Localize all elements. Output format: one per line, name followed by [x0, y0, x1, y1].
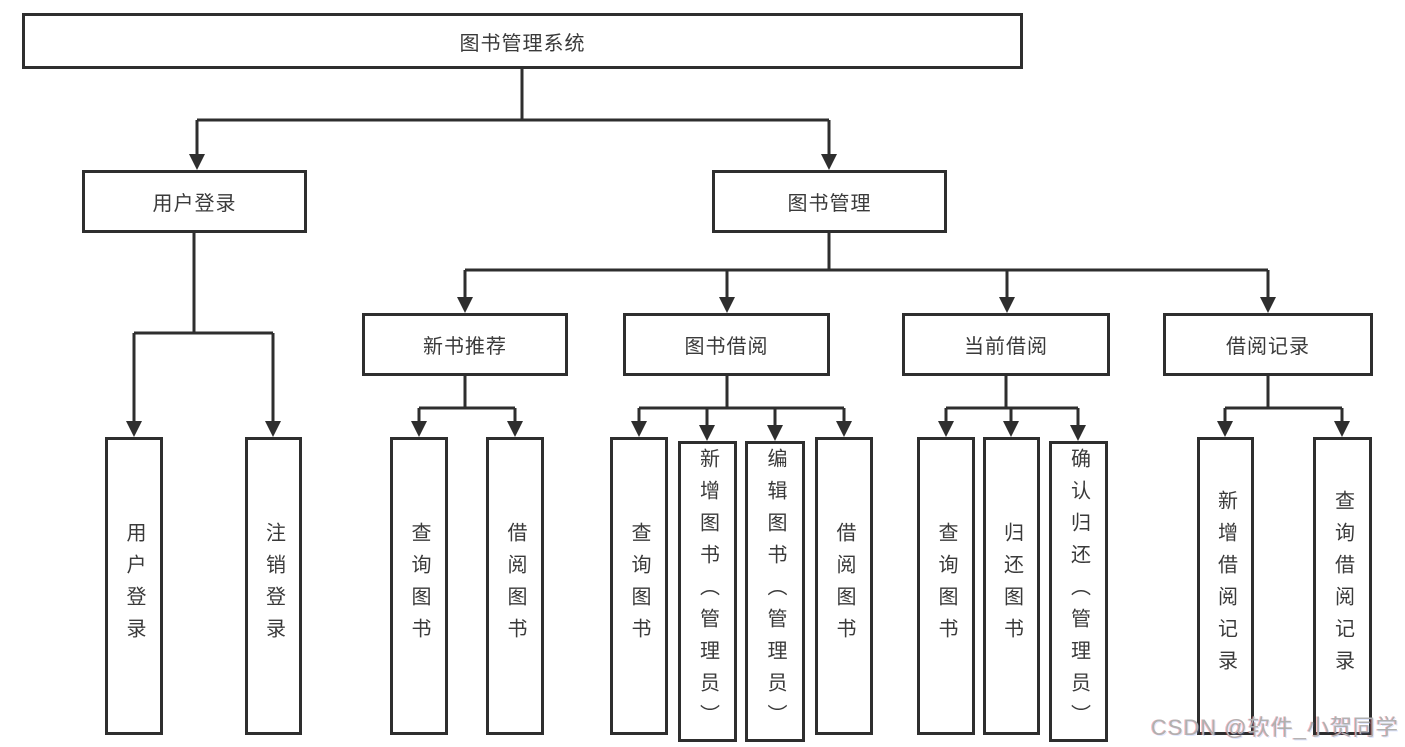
leaf-add-borrow-record: 新增借阅记录 [1197, 437, 1254, 735]
leaf-query-books-current: 查询图书 [917, 437, 975, 735]
node-book-management: 图书管理 [712, 170, 947, 233]
leaf-borrow-books-recommend: 借阅图书 [486, 437, 544, 735]
leaf-add-book-admin: 新增图书（管理员） [678, 441, 737, 742]
csdn-watermark: CSDN @软件_小贺同学 [1150, 715, 1399, 740]
leaf-query-books-borrowing: 查询图书 [610, 437, 668, 735]
node-label: 新书推荐 [423, 336, 507, 358]
leaf-label: 用户登录 [123, 522, 145, 650]
leaf-label: 查询借阅记录 [1331, 490, 1354, 682]
leaf-confirm-return-admin: 确认归还（管理员） [1049, 441, 1108, 742]
leaf-label: 借阅图书 [833, 522, 855, 650]
node-book-borrowing: 图书借阅 [623, 313, 830, 376]
node-label: 当前借阅 [964, 336, 1048, 358]
leaf-label: 新增图书（管理员） [696, 447, 719, 736]
node-user-login: 用户登录 [82, 170, 307, 233]
node-new-book-recommend: 新书推荐 [362, 313, 568, 376]
leaf-return-books: 归还图书 [983, 437, 1040, 735]
leaf-query-books-recommend: 查询图书 [390, 437, 448, 735]
leaf-logout: 注销登录 [245, 437, 302, 735]
leaf-label: 查询图书 [408, 522, 430, 650]
leaf-borrow-books-borrowing: 借阅图书 [815, 437, 873, 735]
node-label: 图书借阅 [684, 336, 769, 358]
node-label: 用户登录 [152, 193, 237, 215]
leaf-label: 确认归还（管理员） [1067, 447, 1090, 736]
leaf-label: 编辑图书（管理员） [764, 447, 786, 736]
leaf-label: 查询图书 [935, 522, 957, 650]
leaf-user-login: 用户登录 [105, 437, 163, 735]
leaf-label: 新增借阅记录 [1214, 490, 1237, 682]
node-label: 图书管理系统 [459, 32, 586, 55]
node-library-management-system: 图书管理系统 [22, 13, 1023, 69]
leaf-edit-book-admin: 编辑图书（管理员） [745, 441, 805, 742]
leaf-label: 注销登录 [262, 522, 285, 650]
node-label: 图书管理 [787, 193, 872, 215]
leaf-label: 查询图书 [628, 522, 650, 650]
node-borrowing-records: 借阅记录 [1163, 313, 1373, 376]
node-current-borrowing: 当前借阅 [902, 313, 1110, 376]
leaf-label: 借阅图书 [504, 522, 526, 650]
leaf-label: 归还图书 [1000, 522, 1023, 650]
leaf-query-borrow-record: 查询借阅记录 [1313, 437, 1372, 735]
node-label: 借阅记录 [1226, 336, 1310, 358]
